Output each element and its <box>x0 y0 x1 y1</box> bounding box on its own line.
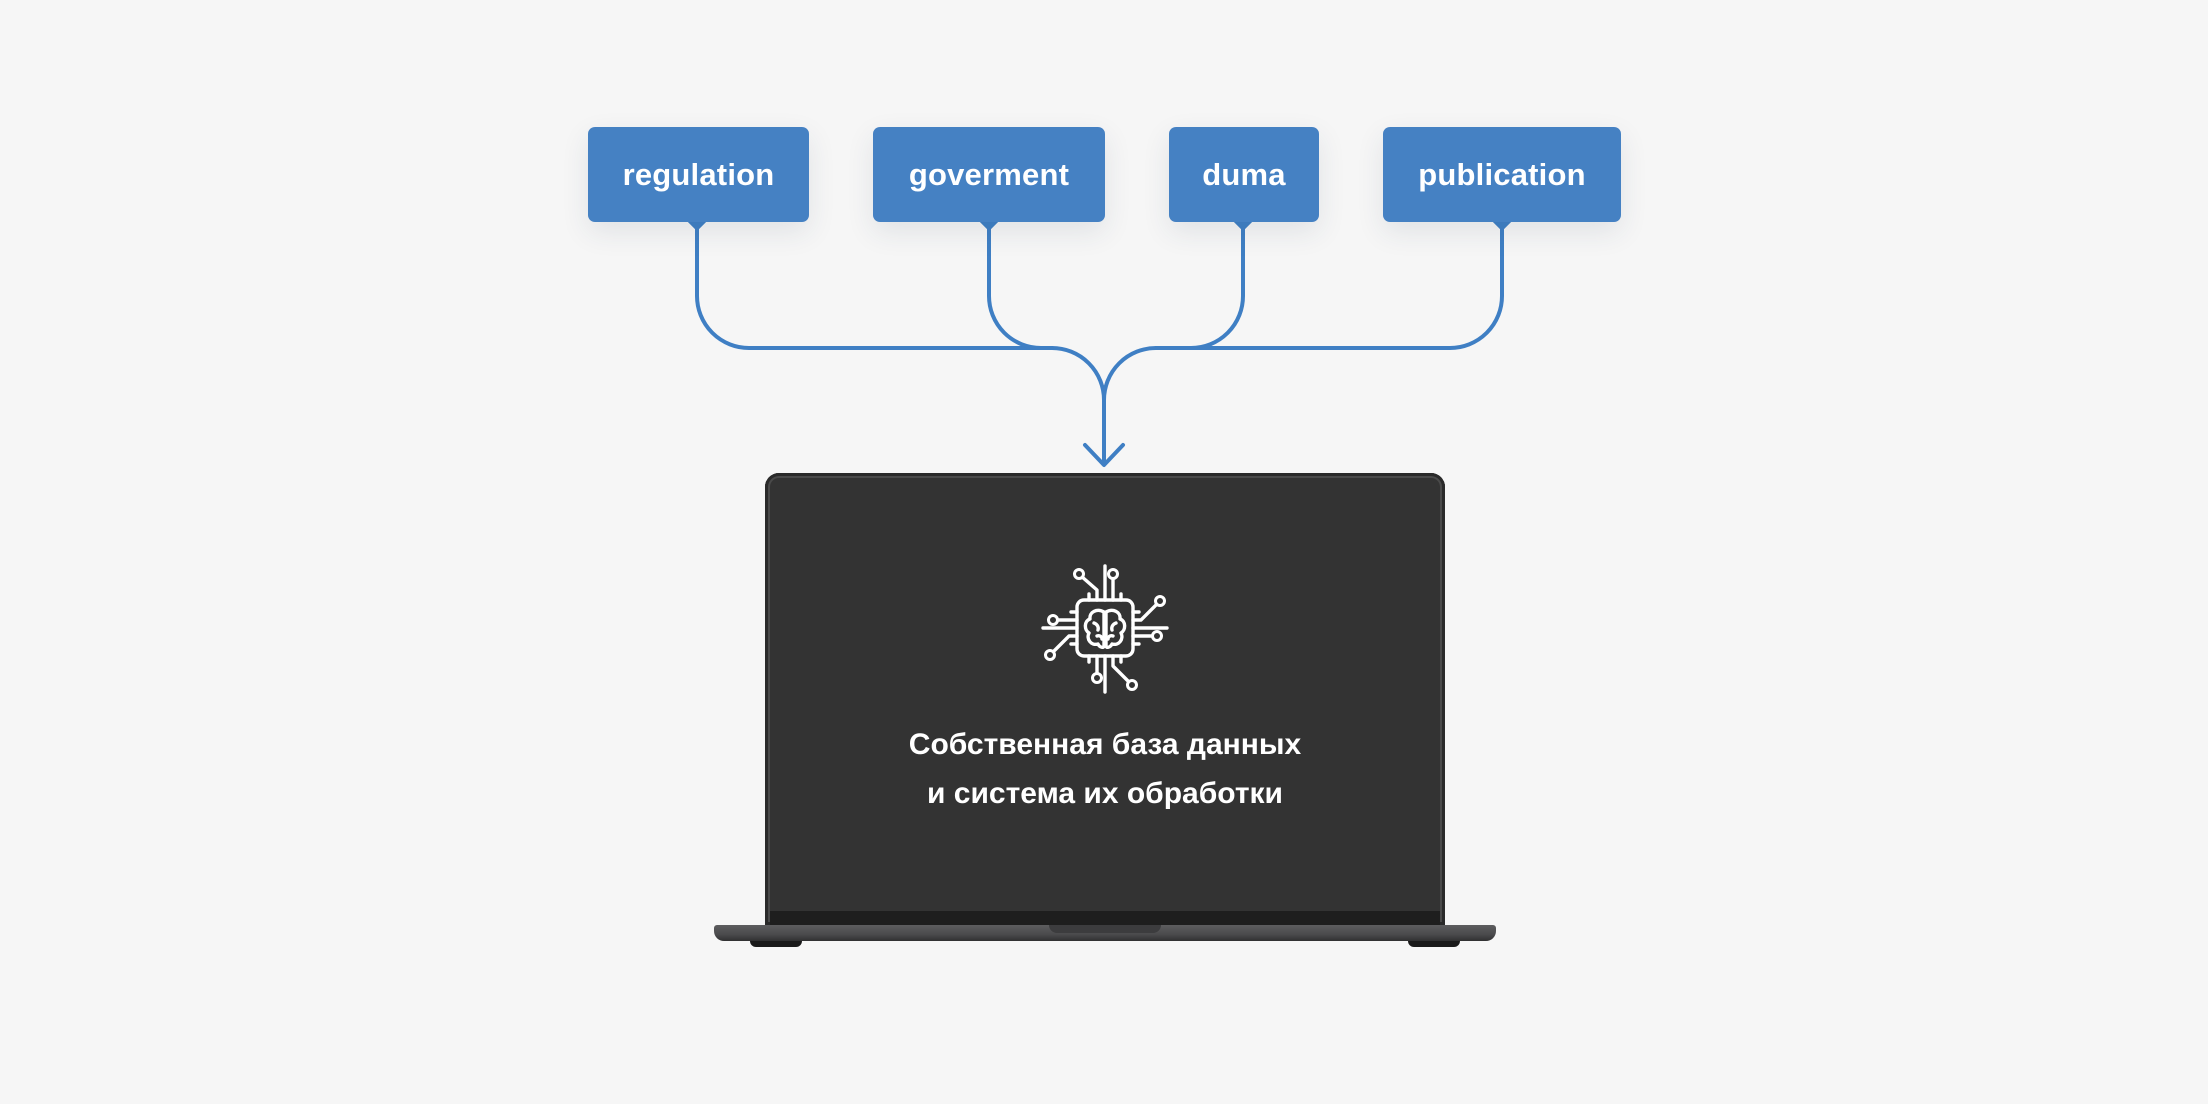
source-publication: publication <box>1383 127 1621 222</box>
source-goverment: goverment <box>873 127 1105 222</box>
connector-duma <box>1154 224 1245 350</box>
laptop-foot-left <box>750 941 802 947</box>
arrowhead <box>1083 443 1125 467</box>
target-caption: Собственная база данных и система их обр… <box>765 720 1445 818</box>
screen-bezel-bottom <box>770 911 1440 925</box>
laptop-notch <box>1049 925 1161 933</box>
connector-goverment <box>987 224 1054 350</box>
caption-line-2: и система их обработки <box>927 777 1283 810</box>
source-regulation: regulation <box>588 127 809 222</box>
laptop-screen <box>765 473 1445 925</box>
laptop-foot-right <box>1408 941 1460 947</box>
caption-line-1: Собственная база данных <box>908 728 1302 761</box>
source-label: regulation <box>622 156 775 192</box>
source-label: duma <box>1202 156 1286 192</box>
source-duma: duma <box>1169 127 1319 222</box>
source-label: publication <box>1418 156 1586 192</box>
laptop-base <box>714 925 1496 941</box>
connector-publication <box>1102 224 1504 402</box>
connector-regulation <box>695 224 1106 464</box>
source-label: goverment <box>908 156 1070 192</box>
ai-chip-brain-icon <box>1041 564 1169 694</box>
